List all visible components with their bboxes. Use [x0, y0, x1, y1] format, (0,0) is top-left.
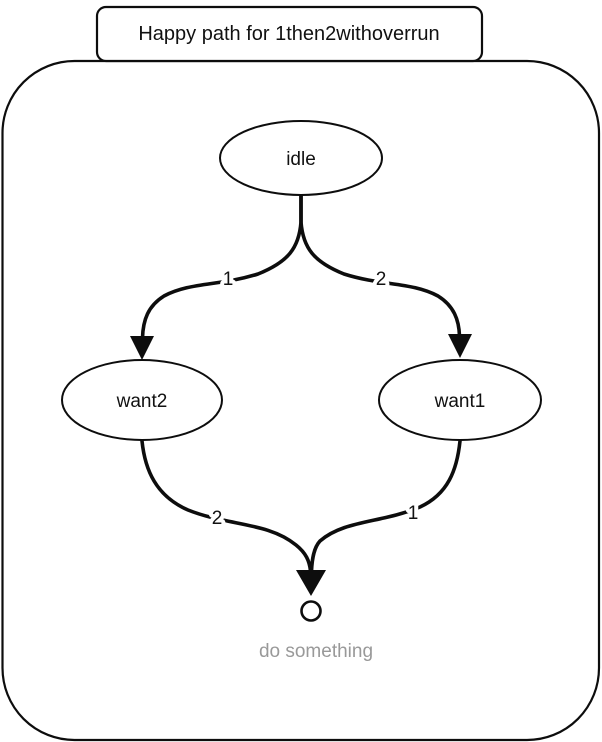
edge-label-idle-want1: 2: [376, 269, 387, 290]
node-want2-label: want2: [116, 391, 168, 412]
edge-label-want1-end: 1: [408, 503, 419, 524]
diagram-title: Happy path for 1then2withoverrun: [138, 23, 439, 45]
edge-label-want2-end: 2: [212, 508, 223, 529]
node-idle-label: idle: [286, 149, 316, 170]
edges-group: 1 2 2 1: [130, 194, 472, 596]
node-want2: want2: [61, 359, 223, 441]
edge-want1-to-end: [309, 439, 462, 573]
arrowhead-into-want1: [448, 334, 472, 358]
arrowhead-into-want2: [130, 336, 154, 360]
title-box-rect: [95, 5, 484, 63]
node-want1: want1: [378, 359, 542, 441]
node-idle-ellipse: [219, 120, 383, 196]
end-state-circle: [300, 600, 322, 622]
node-want1-ellipse: [378, 359, 542, 441]
diagram-title-box: Happy path for 1then2withoverrun: [95, 5, 484, 63]
node-want2-ellipse: [61, 359, 223, 441]
node-want1-label: want1: [434, 391, 486, 412]
arrowhead-into-end: [296, 570, 326, 596]
edge-want2-to-end: [140, 439, 313, 573]
edge-idle-to-want2: [140, 194, 303, 340]
edge-label-idle-want2: 1: [223, 269, 234, 290]
end-annotation: do something: [259, 641, 373, 662]
node-idle: idle: [219, 120, 383, 196]
edge-idle-to-want1: [299, 194, 462, 338]
